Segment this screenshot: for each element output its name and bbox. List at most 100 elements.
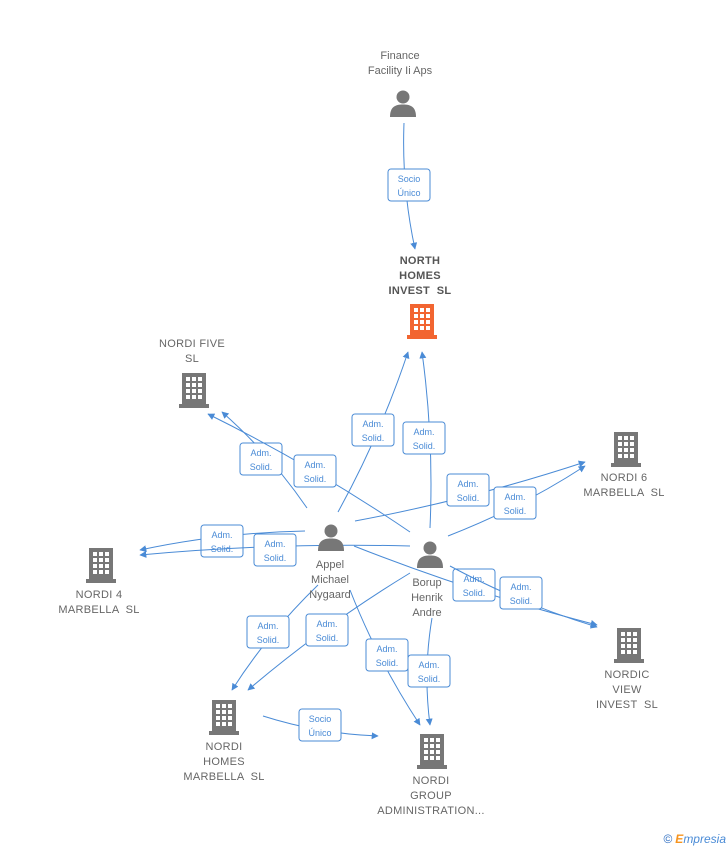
edges-layer: SocioÚnicoAdm.Solid.Adm.Solid.Adm.Solid.… xyxy=(139,122,598,742)
node-label-line[interactable]: Andre xyxy=(412,607,441,619)
edge-label-line: Adm. xyxy=(504,492,525,502)
edge-label-line: Adm. xyxy=(264,539,285,549)
edge-label-box xyxy=(402,421,446,455)
edge-label-line: Adm. xyxy=(413,427,434,437)
node-label-line[interactable]: MARBELLA SL xyxy=(583,487,664,499)
edge-label-line: Adm. xyxy=(304,460,325,470)
node-label-line[interactable]: Henrik xyxy=(411,592,443,604)
edge-label-line: Solid. xyxy=(376,658,399,668)
brand-name: mpresia xyxy=(683,832,726,846)
node-label-line[interactable]: SL xyxy=(185,353,199,365)
node-four[interactable]: NORDI 4 MARBELLA SL xyxy=(58,548,139,616)
node-label-line[interactable]: NORDI xyxy=(206,741,243,753)
edge-label-line: Adm. xyxy=(376,644,397,654)
node-label-line[interactable]: Nygaard xyxy=(309,589,351,601)
edge-label-box xyxy=(493,486,537,520)
node-label-line[interactable]: HOMES xyxy=(399,270,441,282)
node-label-line[interactable]: Borup xyxy=(412,577,441,589)
node-label-line[interactable]: Michael xyxy=(311,574,349,586)
edge-appel-to-five: Adm. Solid. xyxy=(221,411,308,509)
edge-label-line: Socio xyxy=(398,174,421,184)
edge-borup-to-north: Adm. Solid. xyxy=(402,351,446,529)
edge-label-line: Adm. xyxy=(463,574,484,584)
node-label-line[interactable]: NORDI 4 xyxy=(76,589,123,601)
building-icon[interactable] xyxy=(614,628,644,663)
edge-label-line: Adm. xyxy=(257,621,278,631)
node-homes[interactable]: NORDI HOMES MARBELLA SL xyxy=(183,700,264,783)
building-icon[interactable] xyxy=(86,548,116,583)
node-group[interactable]: NORDI GROUP ADMINISTRATION... xyxy=(377,734,485,817)
edge-label-line: Solid. xyxy=(304,474,327,484)
person-icon[interactable] xyxy=(390,90,416,118)
edge-label-box xyxy=(246,615,290,649)
footer-brand: ©Empresia xyxy=(663,832,726,846)
edge-label-line: Solid. xyxy=(250,462,273,472)
edge-label-line: Adm. xyxy=(362,419,383,429)
edge-borup-to-six: Adm. Solid. xyxy=(447,465,586,537)
edge-label-line: Único xyxy=(308,728,331,738)
node-label-line[interactable]: NORDI xyxy=(413,775,450,787)
edge-borup-to-view: Adm.Solid. xyxy=(449,565,598,629)
node-label-line[interactable]: VIEW xyxy=(612,684,642,696)
brand-initial: E xyxy=(675,832,684,846)
edge-label-box xyxy=(452,568,496,602)
edge-label-box xyxy=(298,708,342,742)
edge-label-line: Adm. xyxy=(418,660,439,670)
edge-label-box xyxy=(239,442,283,476)
node-five[interactable]: NORDI FIVE SL xyxy=(159,338,225,408)
person-icon[interactable] xyxy=(417,541,443,569)
copyright-icon: © xyxy=(663,832,673,846)
node-label-line[interactable]: NORDI 6 xyxy=(601,472,648,484)
node-north[interactable]: NORTH HOMES INVEST SL xyxy=(389,255,452,339)
edge-label-line: Socio xyxy=(309,714,332,724)
edge-label-line: Solid. xyxy=(457,493,480,503)
node-view[interactable]: NORDIC VIEW INVEST SL xyxy=(596,628,658,711)
node-label-line[interactable]: NORDIC xyxy=(604,669,649,681)
edge-label-box xyxy=(351,413,395,447)
edge-borup-to-homes: Adm. Solid. xyxy=(247,572,411,691)
edge-appel-to-group: Adm. Solid. xyxy=(349,589,421,726)
edge-label-line: Solid. xyxy=(316,633,339,643)
node-label-line[interactable]: MARBELLA SL xyxy=(58,604,139,616)
node-label-line[interactable]: Facility Ii Aps xyxy=(368,65,433,77)
edge-label-line: Solid. xyxy=(413,441,436,451)
edge-borup-to-five: Adm. Solid. xyxy=(207,413,411,533)
edge-label-box xyxy=(365,638,409,672)
node-label-line[interactable]: HOMES xyxy=(203,756,245,768)
edge-label-line: Adm. xyxy=(250,448,271,458)
node-label-line[interactable]: INVEST SL xyxy=(596,699,658,711)
building-icon[interactable] xyxy=(407,304,437,339)
node-label-line[interactable]: GROUP xyxy=(410,790,452,802)
edge-label-box xyxy=(293,454,337,488)
node-label-line[interactable]: Finance xyxy=(380,50,419,62)
edge-borup-to-group: Adm. Solid. xyxy=(407,617,451,726)
edge-appel-to-homes: Adm.Solid. xyxy=(231,584,319,691)
building-icon[interactable] xyxy=(611,432,641,467)
edge-label-line: Adm. xyxy=(211,530,232,540)
edge-label-line: Adm. xyxy=(457,479,478,489)
edge-label-line: Adm. xyxy=(316,619,337,629)
edge-label-box xyxy=(499,576,543,610)
node-label-line[interactable]: MARBELLA SL xyxy=(183,771,264,783)
building-icon[interactable] xyxy=(417,734,447,769)
node-six[interactable]: NORDI 6 MARBELLA SL xyxy=(583,432,664,499)
edge-label-line: Solid. xyxy=(418,674,441,684)
node-label-line[interactable]: NORTH xyxy=(400,255,441,267)
edge-label-line: Solid. xyxy=(264,553,287,563)
building-icon[interactable] xyxy=(209,700,239,735)
person-icon[interactable] xyxy=(318,524,344,552)
edge-label-box xyxy=(407,654,451,688)
node-label-line[interactable]: NORDI FIVE xyxy=(159,338,225,350)
node-label-line[interactable]: INVEST SL xyxy=(389,285,452,297)
node-label-line[interactable]: ADMINISTRATION... xyxy=(377,805,485,817)
edge-label-line: Solid. xyxy=(504,506,527,516)
building-icon[interactable] xyxy=(179,373,209,408)
node-label-line[interactable]: Appel xyxy=(316,559,344,571)
